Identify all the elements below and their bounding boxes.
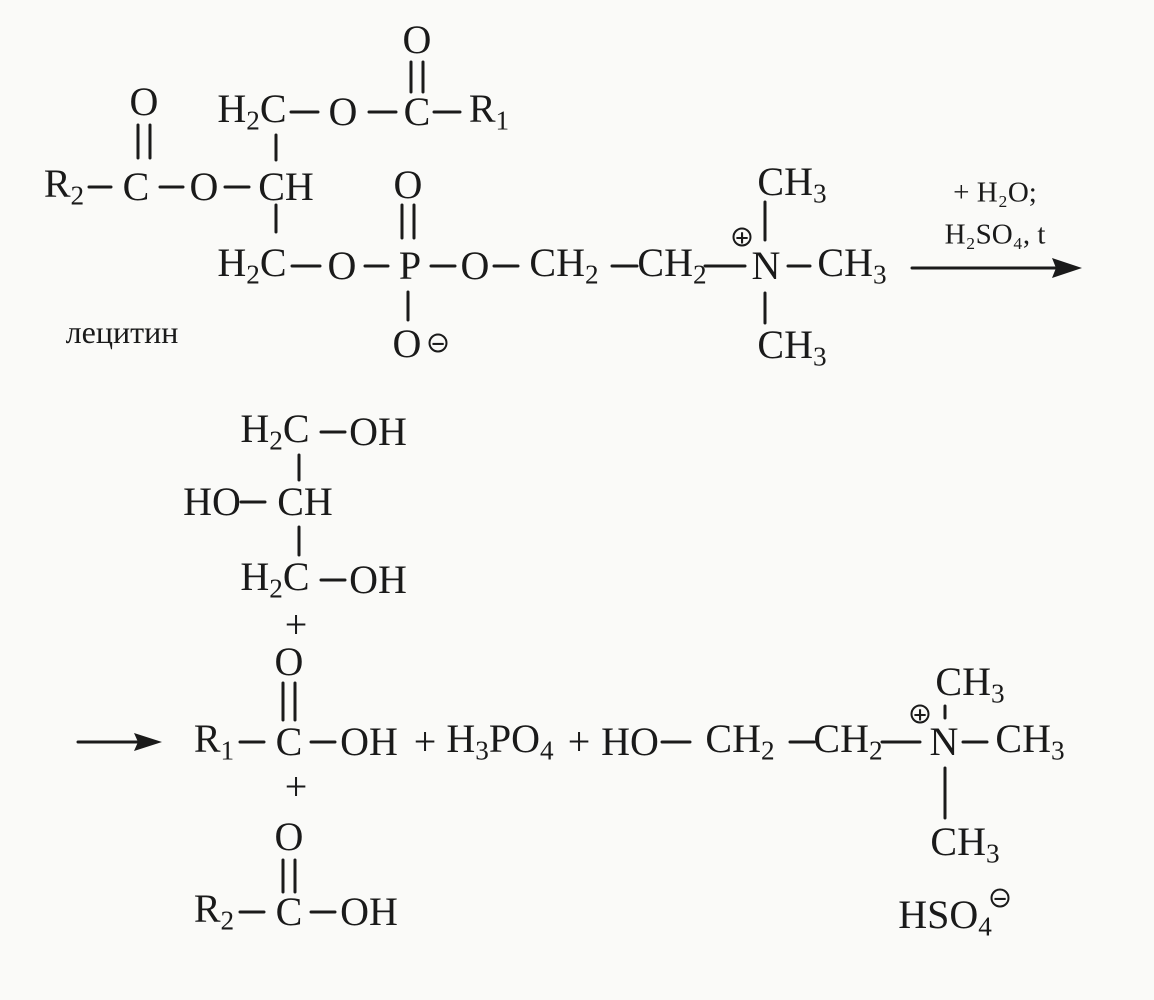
glycerol-ch2-top: H2C [217,86,287,136]
hydrogen-sulfate-ion: HSO4 [898,892,992,942]
phosphoric-acid: H3PO4 [446,716,554,766]
acid1-oh: OH [340,719,398,764]
choline-methyl-right: CH3 [995,716,1065,766]
acid2-r2: R2 [193,886,235,936]
acid2-carbon: C [275,889,303,934]
glycerol-product-ch2-top: H2C [240,406,310,456]
positive-charge: + [732,227,752,249]
sulfate-negative-charge: − [990,888,1010,910]
ester2-carbonyl-oxygen: O [129,79,159,124]
glycerol-oh-bottom: OH [349,557,407,602]
reactant-name-label: лецитин [65,314,179,350]
glycerol-ch: CH [258,164,314,209]
condition-acid-heat: H₂SO₄, t [944,218,1046,251]
choline-methyl-bottom: CH3 [930,819,1000,869]
phosphate-oxygen-1: O [327,243,357,288]
negative-charge: − [428,333,448,355]
choline-ch2-2: CH2 [637,240,707,290]
r2-group: R2 [43,161,85,211]
plus-sign-3: + [567,719,591,764]
ester1-carbonyl-oxygen: O [402,17,432,62]
ester1-oxygen: O [328,89,358,134]
choline-product-ch2-2: CH2 [813,716,883,766]
acid1-carbonyl-oxygen: O [274,639,304,684]
choline-hydroxyl: HO [601,719,659,764]
ester2-carbon: C [122,164,150,209]
choline-methyl-top: CH3 [935,659,1005,709]
choline-ch2-1: CH2 [529,240,599,290]
acid1-carbon: C [275,719,303,764]
plus-sign-2: + [413,719,437,764]
methyl-top: CH3 [757,159,827,209]
choline-positive-charge: + [910,704,930,726]
plus-sign-1: + [284,602,308,647]
phosphoryl-oxygen: O [393,162,423,207]
choline-product-ch2-1: CH2 [705,716,775,766]
ammonium-nitrogen: N [751,243,781,288]
methyl-right: CH3 [817,240,887,290]
acid2-carbonyl-oxygen: O [274,814,304,859]
phosphate-anion-oxygen: O [392,321,422,366]
glycerol-oh-middle: HO [183,479,241,524]
acid2-oh: OH [340,889,398,934]
phosphate-oxygen-2: O [460,243,490,288]
methyl-bottom: CH3 [757,322,827,372]
glycerol-product-ch2-bottom: H2C [240,554,310,604]
glycerol-oh-top: OH [349,409,407,454]
condition-water: + H₂O; [953,176,1037,209]
phosphorus: P [398,243,422,288]
glycerol-ch2-bottom: H2C [217,240,287,290]
acid1-r1: R1 [193,716,235,766]
plus-sign-4: + [284,764,308,809]
glycerol-product-ch: CH [277,479,333,524]
ester1-carbon: C [403,89,431,134]
ester2-oxygen: O [189,164,219,209]
r1-group: R1 [468,86,510,136]
choline-product-nitrogen: N [929,719,959,764]
